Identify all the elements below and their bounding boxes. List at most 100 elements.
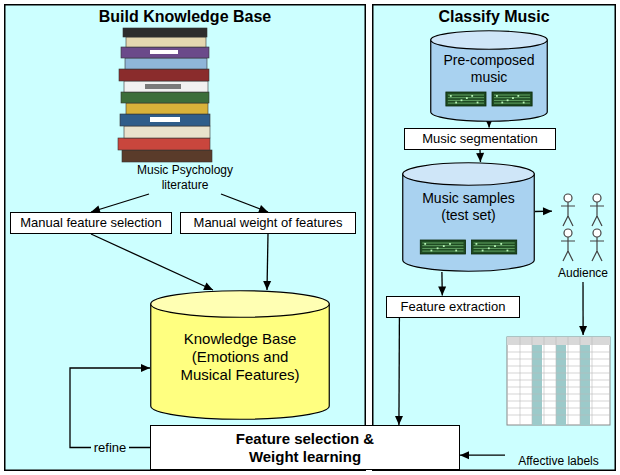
database-cylinder: Music samples (test set) [402, 162, 535, 272]
score-note [437, 247, 439, 249]
figure-group: Audience [552, 190, 614, 282]
connector [221, 194, 268, 213]
book [121, 92, 209, 103]
score-note [424, 243, 426, 245]
book [118, 138, 210, 150]
connector [70, 364, 150, 448]
arrowhead [476, 153, 484, 162]
person-head [564, 229, 572, 237]
process-box: Manual weight of features [180, 212, 356, 234]
table-grid [507, 337, 610, 425]
table-column [580, 345, 590, 425]
process-box: Feature extraction [386, 296, 520, 318]
book [125, 58, 207, 69]
score-note [512, 97, 514, 99]
connector-line [398, 318, 400, 426]
score-note [477, 102, 479, 104]
connector-line [91, 234, 213, 290]
process-box: Feature selection & Weight learning [150, 425, 460, 470]
score-note [496, 95, 498, 97]
score-note [476, 243, 478, 245]
node-label: Music Psychology literature [125, 163, 245, 192]
table-frame [507, 337, 610, 425]
node-label: Manual feature selection [20, 215, 162, 231]
book [119, 69, 209, 81]
score-note [443, 245, 445, 247]
connector [91, 234, 213, 290]
node-label: Affective labels [518, 454, 599, 468]
score-note [501, 102, 503, 104]
person-head [593, 229, 601, 237]
connector [460, 451, 505, 459]
score-note [466, 97, 468, 99]
cylinder-top [403, 163, 535, 186]
person-head [564, 194, 572, 202]
node-label: Pre-composed music [437, 52, 542, 86]
person-body [590, 237, 604, 261]
cylinder-body [151, 304, 330, 419]
arrowhead [141, 364, 150, 372]
node-label: Feature extraction [401, 299, 506, 315]
connector-line [221, 194, 268, 212]
arrowhead [543, 207, 552, 215]
arrowhead [395, 416, 403, 425]
person-body [590, 202, 604, 226]
score-note [494, 245, 496, 247]
node-label: Audience [558, 266, 608, 280]
cylinder-top [151, 291, 330, 318]
database-cylinder: Pre-composed music [430, 30, 548, 122]
score-note [517, 95, 519, 97]
score-staff [422, 243, 463, 251]
node-label: Manual weight of features [194, 215, 343, 231]
connector [579, 282, 587, 335]
table-column [556, 345, 566, 425]
score-note [455, 102, 457, 104]
panel-ground [372, 4, 616, 471]
connector [438, 272, 446, 296]
connector-line [91, 194, 149, 212]
connector [263, 234, 271, 290]
figure-group: Affective labels [505, 335, 612, 470]
score-note [461, 99, 463, 101]
score-note [482, 250, 484, 252]
score-note [430, 250, 432, 252]
figure-group: Music Psychology literature [125, 30, 245, 194]
arrowhead [438, 286, 446, 295]
cylinder-top [431, 31, 548, 50]
book [126, 37, 206, 47]
connector-line [70, 368, 150, 448]
score-staff [494, 95, 530, 103]
cylinder-body [403, 174, 535, 271]
panel-title: Classify Music [372, 7, 616, 26]
node-label: Music segmentation [422, 131, 538, 147]
cylinder-body [431, 40, 548, 121]
connector [476, 150, 484, 163]
book [123, 28, 207, 37]
book [121, 47, 209, 58]
score-note [507, 99, 509, 101]
book-label [145, 84, 181, 89]
score-staff [474, 243, 515, 251]
score-thumbnail [420, 240, 465, 254]
edge-label: refine [91, 440, 130, 456]
score-thumbnail [492, 92, 532, 106]
person-head [593, 194, 601, 202]
person-body [561, 202, 575, 226]
connector [91, 194, 149, 213]
book [124, 126, 210, 138]
audience-icons [561, 194, 604, 261]
book-label [150, 50, 178, 54]
book-stack [118, 28, 212, 162]
node-label: Knowledge Base (Emotions and Musical Fea… [174, 330, 306, 384]
score-note [450, 95, 452, 97]
arrowhead [263, 281, 271, 290]
score-note [471, 95, 473, 97]
node-label: Music samples (test set) [413, 190, 525, 224]
score-note [488, 247, 490, 249]
arrowhead [203, 283, 213, 290]
panel-ground [4, 4, 366, 471]
panel-title: Build Knowledge Base [4, 7, 366, 26]
table-header [507, 337, 610, 345]
book [120, 114, 210, 126]
